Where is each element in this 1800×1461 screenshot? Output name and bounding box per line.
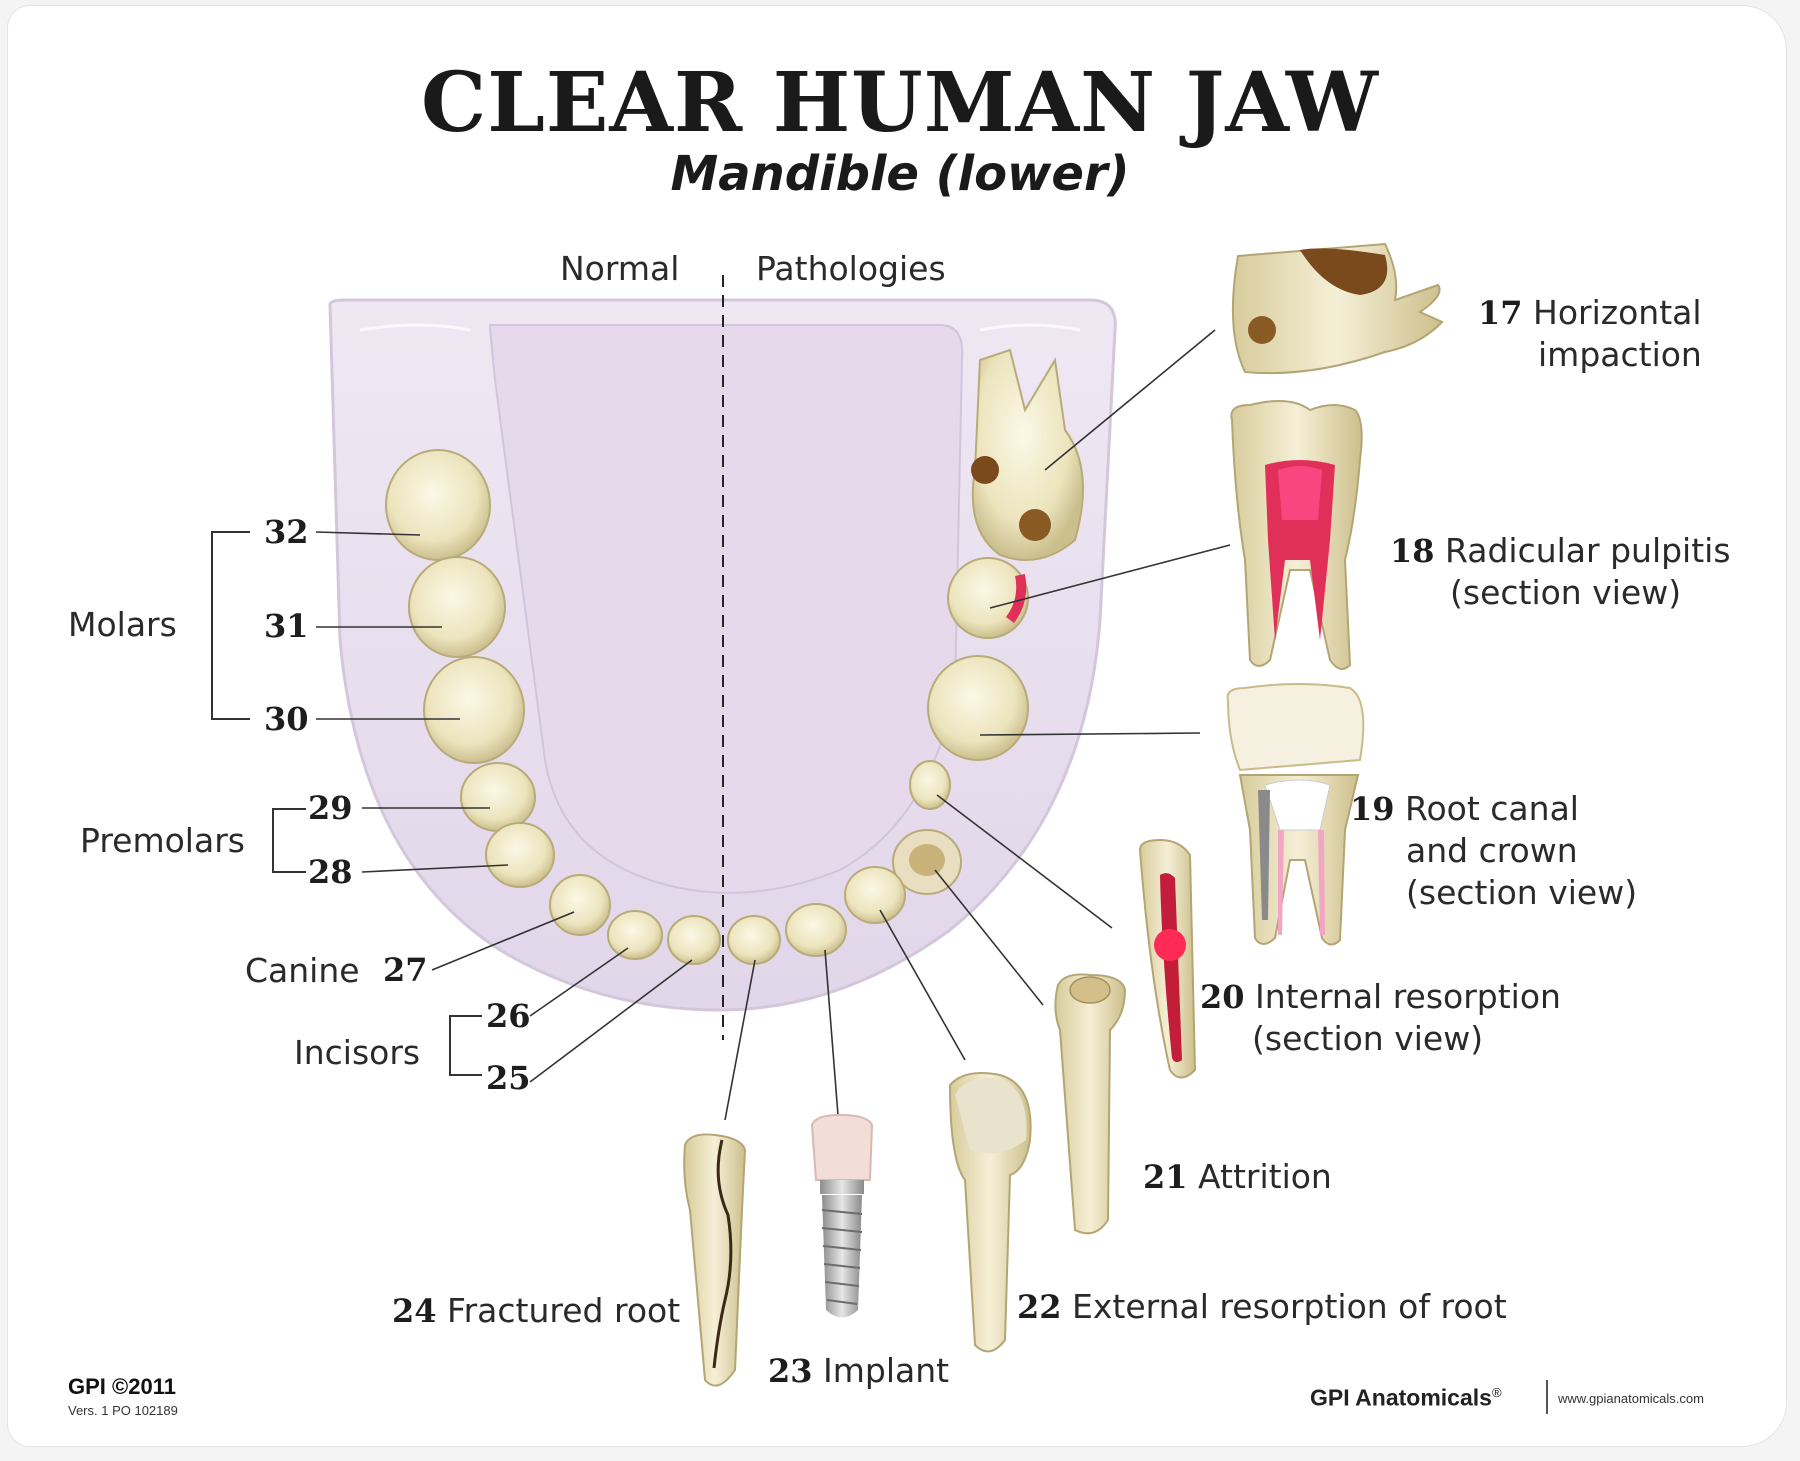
footer-version: Vers. 1 PO 102189 (68, 1403, 178, 1418)
tooth-number-30: 30 (264, 700, 309, 738)
tooth-21-attrition (1054, 973, 1127, 1235)
normal-teeth (385, 449, 721, 965)
tooth-31 (408, 556, 506, 658)
pathology-23-number: 23 (768, 1352, 813, 1390)
pathology-20-number: 20 (1200, 978, 1245, 1016)
group-incisors-label: Incisors (294, 1033, 421, 1072)
tooth-22-external-resorption (948, 1072, 1032, 1353)
tooth-24-fractured-root (683, 1133, 747, 1387)
tooth-number-27: 27 (383, 951, 428, 989)
leader-lines-normal (315, 531, 693, 1083)
pathology-22-number: 22 (1017, 1288, 1062, 1326)
pathology-21-label: 21 Attrition (1143, 1157, 1332, 1196)
pathology-19-label: 19 Root canal and crown (section view) (1350, 789, 1638, 912)
section-normal-label: Normal (560, 249, 680, 288)
pathology-24-label: 24 Fractured root (392, 1291, 681, 1330)
pathology-22-label: 22 External resorption of root (1017, 1287, 1507, 1326)
group-premolars-label: Premolars (80, 821, 245, 860)
tooth-23-implant (810, 1113, 874, 1318)
footer-brand: GPI Anatomicals® (1310, 1384, 1502, 1411)
tooth-26 (607, 910, 663, 960)
page-subtitle: Mandible (lower) (670, 146, 1130, 202)
tooth-25 (667, 915, 721, 965)
group-canine-label: Canine (245, 951, 360, 990)
pathology-17-number: 17 (1478, 294, 1523, 332)
tooth-29 (460, 762, 536, 832)
group-molars-label: Molars (68, 605, 177, 644)
tooth-32 (385, 449, 491, 561)
tooth-number-28: 28 (308, 853, 353, 891)
tooth-19-root-canal-crown (1226, 683, 1365, 946)
pathology-23-label: 23 Implant (768, 1351, 950, 1390)
pathology-20-label: 20 Internal resorption (section view) (1200, 977, 1561, 1058)
pathology-17-label: 17 Horizontal impaction (1478, 293, 1702, 374)
pathology-21-number: 21 (1143, 1158, 1188, 1196)
tooth-30 (423, 656, 525, 764)
tooth-17-horizontal-impaction (1231, 242, 1444, 375)
pathology-18-number: 18 (1390, 532, 1435, 570)
tooth-number-25: 25 (486, 1059, 531, 1097)
group-brackets (211, 531, 482, 1076)
tooth-number-26: 26 (486, 997, 531, 1035)
tooth-18-radicular-pulpitis (1230, 400, 1363, 670)
section-pathologies-label: Pathologies (756, 249, 946, 288)
footer-separator (1546, 1380, 1548, 1414)
tooth-28 (485, 822, 555, 888)
pathology-18-label: 18 Radicular pulpitis (section view) (1390, 531, 1731, 612)
tooth-number-31: 31 (264, 607, 309, 645)
tooth-number-29: 29 (308, 789, 353, 827)
registered-mark: ® (1491, 1385, 1502, 1400)
footer-url: www.gpianatomicals.com (1558, 1391, 1704, 1406)
footer-copyright: GPI ©2011 (68, 1374, 176, 1399)
tooth-20-internal-resorption (1138, 838, 1197, 1079)
pathology-24-number: 24 (392, 1292, 437, 1330)
pathology-19-number: 19 (1350, 790, 1395, 828)
leader-lines-pathologies (724, 329, 1231, 1121)
tooth-27 (549, 874, 611, 936)
tooth-number-32: 32 (264, 513, 309, 551)
pathology-teeth (727, 348, 1084, 965)
page-title: CLEAR HUMAN JAW (420, 55, 1380, 151)
